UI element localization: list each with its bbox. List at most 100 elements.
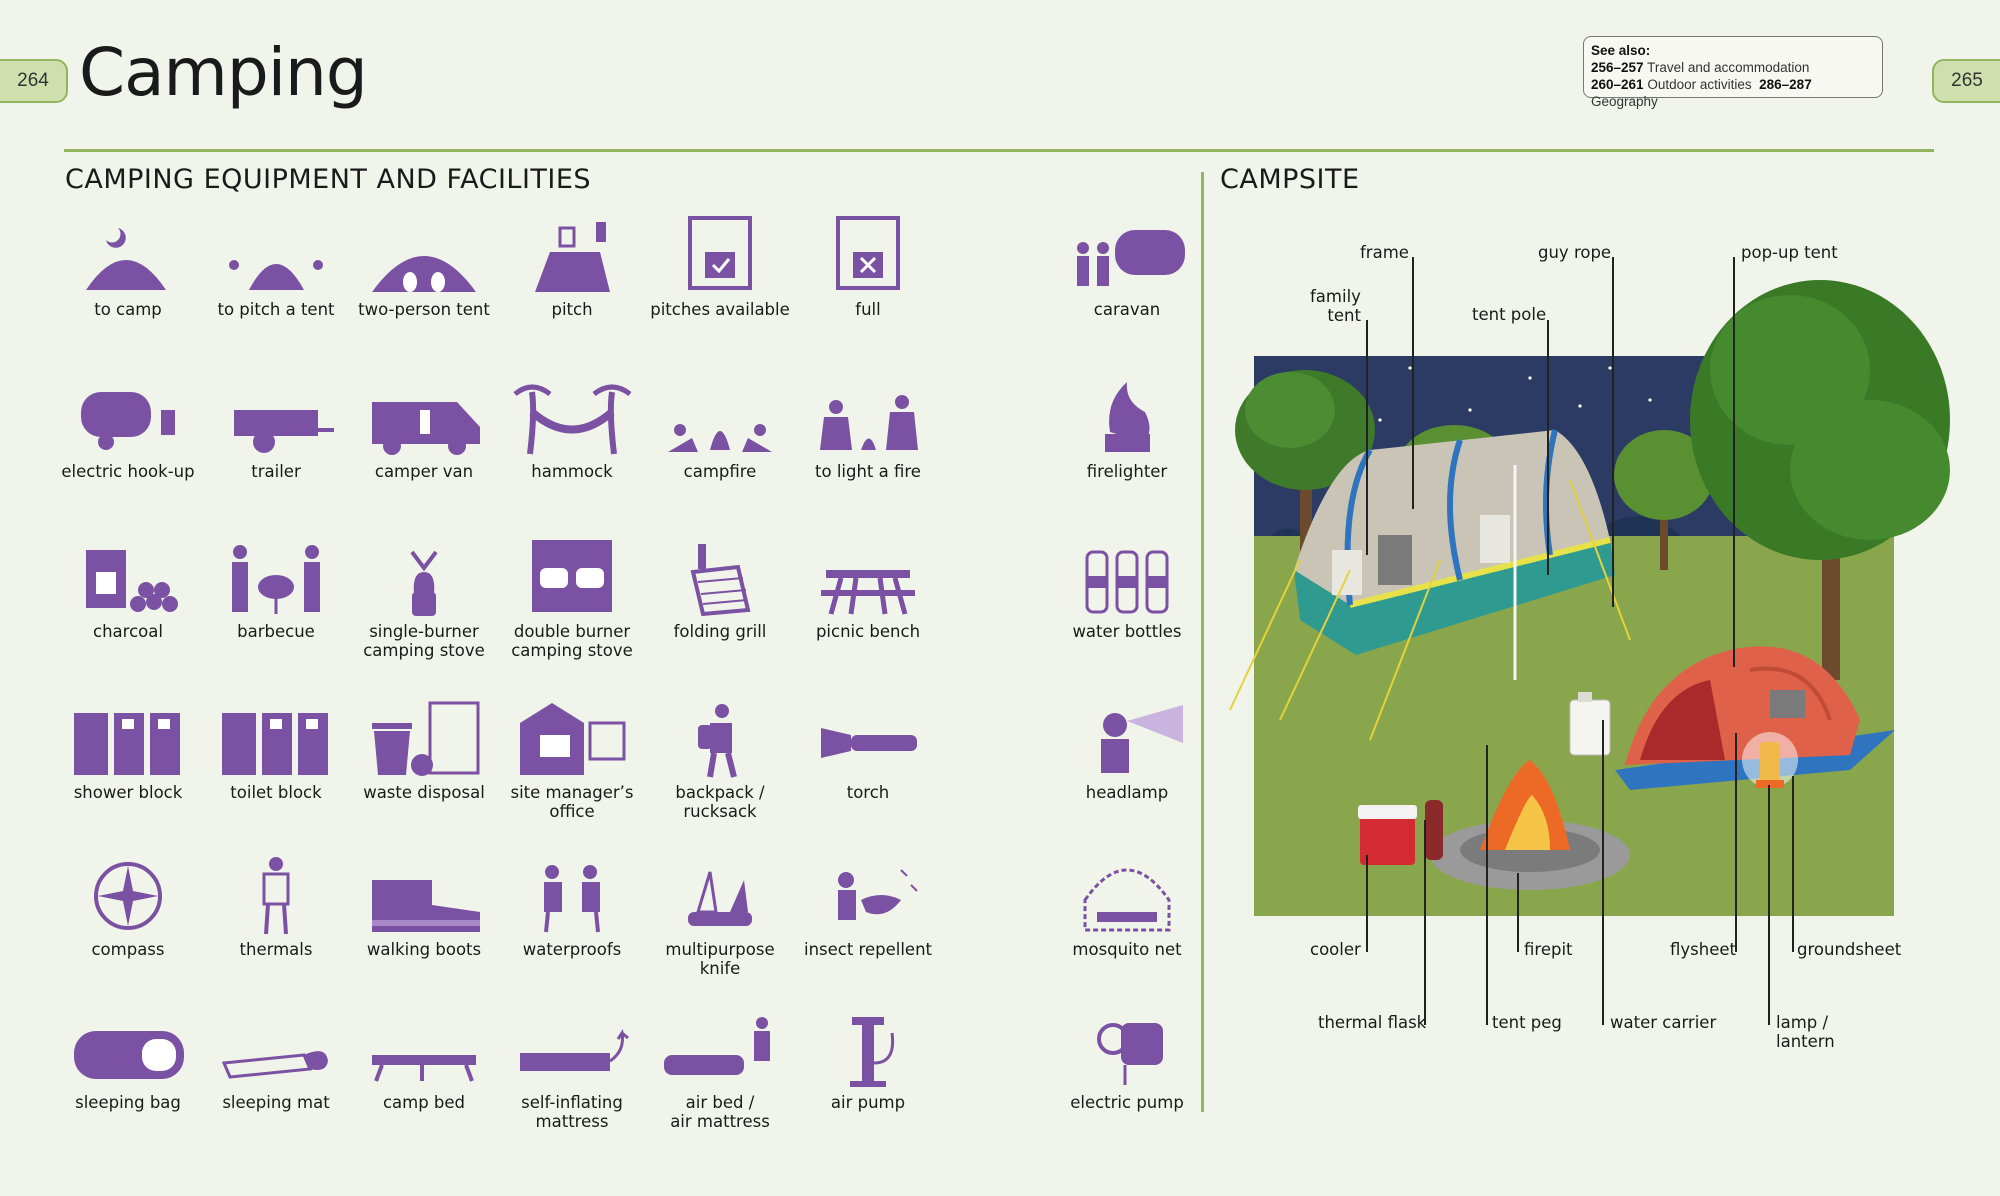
see-also-pages-3[interactable]: 286–287 — [1759, 77, 1812, 92]
equipment-item: waste disposal — [349, 693, 499, 802]
mosquito-net-icon — [1083, 868, 1171, 932]
equipment-item: to light a fire — [793, 372, 943, 481]
compass-icon — [94, 862, 162, 930]
guy-ropes — [1229, 479, 1631, 741]
callout-frame: frame — [1360, 243, 1409, 262]
insect-repellent-icon — [838, 869, 918, 920]
see-also-pages-2[interactable]: 260–261 — [1591, 77, 1644, 92]
cooler-icon — [1358, 805, 1417, 865]
site-office-icon — [520, 703, 626, 775]
single-burner-stove-icon — [410, 550, 438, 616]
equipment-label: trailer — [251, 462, 301, 481]
equipment-item: to pitch a tent — [201, 210, 351, 319]
trailer-icon — [234, 410, 334, 453]
equipment-item: barbecue — [201, 532, 351, 641]
see-also-text-2[interactable]: Outdoor activities — [1647, 77, 1752, 92]
equipment-label: electric pump — [1070, 1093, 1184, 1112]
equipment-label: camper van — [374, 462, 474, 481]
tree-small-right-icon — [1614, 430, 1714, 570]
page-number-right-text: 265 — [1951, 70, 1983, 91]
callout-thermal-flask: thermal flask — [1318, 1013, 1427, 1032]
equipment-item: two-person tent — [349, 210, 499, 319]
leader-cooler — [1366, 855, 1368, 952]
equipment-item: camp bed — [349, 1003, 499, 1112]
equipment-label: shower block — [73, 783, 183, 802]
equipment-item: compass — [53, 850, 203, 959]
equipment-item: sleeping bag — [53, 1003, 203, 1112]
picnic-bench-icon — [821, 570, 915, 615]
equipment-item: thermals — [201, 850, 351, 959]
equipment-label: headlamp — [1085, 783, 1169, 802]
equipment-item: insect repellent — [793, 850, 943, 959]
self-inflating-mattress-icon — [520, 1029, 629, 1071]
walking-boots-icon — [372, 880, 480, 932]
waste-disposal-icon — [372, 701, 480, 776]
firelighter-icon — [1105, 382, 1150, 452]
equipment-label: compass — [91, 940, 165, 959]
sleeping-mat-icon — [221, 1051, 328, 1079]
leader-water-carrier — [1602, 720, 1604, 1025]
callout-firepit: firepit — [1524, 940, 1573, 959]
folding-grill-icon — [690, 544, 751, 617]
equipment-item: electric hook-up — [53, 372, 203, 481]
equipment-label: single-burner camping stove — [363, 622, 485, 660]
callout-family-tent: family tent — [1310, 287, 1361, 325]
leader-pop-up-tent — [1733, 257, 1735, 667]
equipment-label: torch — [846, 783, 890, 802]
shower-block-icon — [74, 713, 180, 775]
equipment-item: camper van — [349, 372, 499, 481]
page-title: Camping — [79, 34, 368, 111]
tree-left-icon — [1235, 370, 1375, 560]
callout-water-carrier: water carrier — [1610, 1013, 1717, 1032]
leader-tent-peg — [1486, 745, 1488, 1025]
thermal-flask-icon — [1425, 800, 1443, 860]
equipment-label: picnic bench — [815, 622, 921, 641]
callout-cooler: cooler — [1310, 940, 1361, 959]
equipment-item: walking boots — [349, 850, 499, 959]
equipment-heading: CAMPING EQUIPMENT AND FACILITIES — [65, 164, 592, 195]
header-divider — [64, 149, 1934, 152]
light-fire-icon — [820, 395, 918, 450]
equipment-label: two-person tent — [358, 300, 490, 319]
equipment-label: folding grill — [673, 622, 767, 641]
campsite-illustration — [1229, 280, 1950, 916]
callout-lamp: lamp / lantern — [1776, 1013, 1835, 1051]
hammock-icon — [513, 384, 632, 455]
multipurpose-knife-icon — [688, 871, 752, 926]
equipment-label: self-inflating mattress — [521, 1093, 623, 1131]
page-number-right: 265 — [1932, 59, 2000, 103]
leader-firepit — [1517, 873, 1519, 952]
equipment-label: to camp — [94, 300, 162, 319]
water-bottles-icon — [1085, 550, 1169, 614]
equipment-label: waste disposal — [363, 783, 485, 802]
equipment-item: site manager’s office — [497, 693, 647, 821]
equipment-label: waterproofs — [522, 940, 622, 959]
equipment-item: hammock — [497, 372, 647, 481]
equipment-item: double burner camping stove — [497, 532, 647, 660]
equipment-item: picnic bench — [793, 532, 943, 641]
equipment-label: camp bed — [382, 1093, 466, 1112]
equipment-item: air bed / air mattress — [645, 1003, 795, 1131]
pitches-available-sign-icon — [688, 216, 752, 290]
see-also-text-1[interactable]: Travel and accommodation — [1647, 60, 1810, 75]
page-number-left: 264 — [0, 59, 68, 103]
callout-pop-up-tent: pop-up tent — [1741, 243, 1838, 262]
see-also-pages-1[interactable]: 256–257 — [1591, 60, 1644, 75]
campsite-heading: CAMPSITE — [1220, 164, 1360, 195]
column-divider — [1201, 172, 1204, 1112]
water-carrier-icon — [1569, 692, 1611, 756]
equipment-label: thermals — [239, 940, 313, 959]
see-also-text-3[interactable]: Geography — [1591, 94, 1658, 109]
air-bed-icon — [664, 1017, 770, 1075]
equipment-item: campfire — [645, 372, 795, 481]
equipment-item: self-inflating mattress — [497, 1003, 647, 1131]
leader-lamp — [1768, 785, 1770, 1025]
equipment-label: caravan — [1093, 300, 1161, 319]
equipment-item: sleeping mat — [201, 1003, 351, 1112]
leader-tent-pole — [1547, 320, 1549, 575]
equipment-item: mosquito net — [1052, 850, 1202, 959]
leader-groundsheet — [1792, 776, 1794, 952]
equipment-item: trailer — [201, 372, 351, 481]
equipment-label: toilet block — [230, 783, 322, 802]
equipment-item: water bottles — [1052, 532, 1202, 641]
